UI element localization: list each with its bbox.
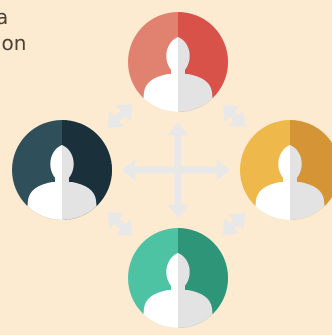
caption-line-2: ion (0, 31, 27, 55)
arrow-right-bottom (222, 213, 246, 235)
connection-arrows (107, 104, 246, 236)
person-nodes (12, 12, 332, 328)
arrow-top-bottom (167, 122, 189, 218)
arrow-top-right (222, 105, 246, 127)
person-node-left (12, 120, 112, 220)
caption-line-1: a (0, 5, 9, 29)
arrow-left-bottom (107, 212, 133, 236)
caption-text: a ion (0, 4, 80, 56)
arrow-top-left (107, 104, 133, 128)
person-node-top (128, 12, 228, 112)
